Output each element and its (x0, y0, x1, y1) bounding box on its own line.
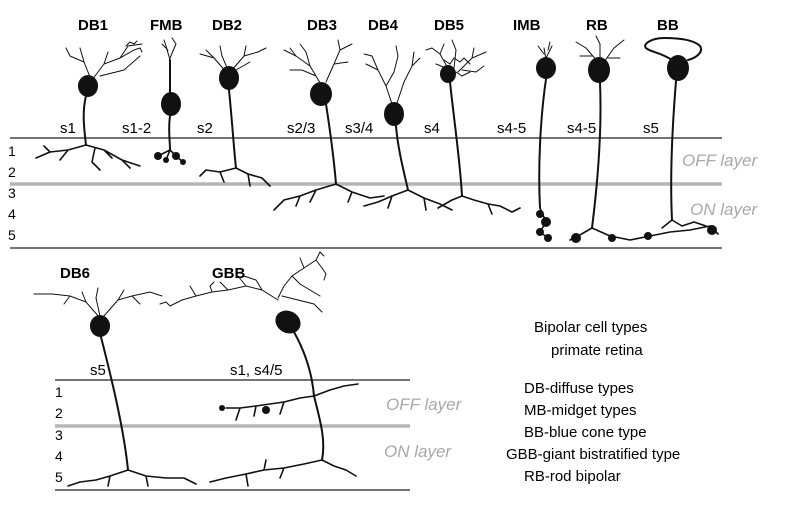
legend-item-bb: BB-blue cone type (524, 424, 647, 441)
db3-soma (310, 82, 332, 106)
cell-label-gbb: GBB (212, 265, 246, 282)
cell-label-db5: DB5 (434, 17, 464, 34)
cell-label-db4: DB4 (368, 17, 399, 34)
cell-db3 (273, 39, 385, 211)
fmb-soma (161, 92, 181, 116)
imb-soma (536, 57, 556, 79)
bottom-panel: 1 2 3 4 5 OFF layer ON layer DB6 GBB s5 … (33, 251, 463, 491)
cell-label-bb: BB (657, 17, 679, 34)
legend-item-rb: RB-rod bipolar (524, 468, 621, 485)
strat-label-db3: s2/3 (287, 120, 315, 137)
strat-label-rb: s4-5 (567, 120, 596, 137)
cell-db1 (35, 40, 143, 171)
cell-gbb (159, 251, 359, 487)
db1-soma (78, 75, 98, 97)
cell-label-db2: DB2 (212, 17, 242, 34)
cell-label-db1: DB1 (78, 17, 108, 34)
cell-db5 (425, 39, 521, 215)
cell-db2 (199, 45, 271, 187)
caption-title-line2: primate retina (551, 342, 643, 359)
caption-title-line1: Bipolar cell types (534, 319, 647, 336)
bottom-off-layer-label: OFF layer (386, 395, 463, 414)
bb-soma (667, 55, 689, 81)
legend-item-gbb: GBB-giant bistratified type (506, 446, 680, 463)
db2-soma (219, 66, 239, 90)
gbb-soma (275, 310, 301, 334)
top-layer-number-3: 3 (8, 185, 16, 201)
strat-label-bb: s5 (643, 120, 659, 137)
top-panel: 1 2 3 4 5 OFF layer ON layer DB1 FMB DB2… (8, 17, 759, 249)
cell-fmb (154, 37, 186, 165)
cell-db6 (33, 287, 197, 487)
cell-label-rb: RB (586, 17, 608, 34)
cell-label-db6: DB6 (60, 265, 90, 282)
db5-soma (440, 65, 456, 83)
strat-label-gbb: s1, s4/5 (230, 362, 283, 379)
strat-label-db5: s4 (424, 120, 440, 137)
legend-item-db: DB-diffuse types (524, 380, 634, 397)
bottom-layer-number-4: 4 (55, 448, 63, 464)
strat-label-fmb: s1-2 (122, 120, 151, 137)
top-layer-number-4: 4 (8, 206, 16, 222)
strat-label-db6: s5 (90, 362, 106, 379)
strat-label-db1: s1 (60, 120, 76, 137)
cell-db4 (363, 45, 453, 211)
cell-bb (644, 36, 707, 229)
top-on-layer-label: ON layer (690, 200, 758, 219)
cell-label-fmb: FMB (150, 17, 183, 34)
cell-label-db3: DB3 (307, 17, 337, 34)
bottom-layer-number-3: 3 (55, 427, 63, 443)
rb-soma (588, 57, 610, 83)
cell-imb (536, 41, 556, 242)
caption-block: Bipolar cell types primate retina DB-dif… (506, 319, 680, 485)
top-layer-number-5: 5 (8, 227, 16, 243)
bottom-on-layer-label: ON layer (384, 442, 452, 461)
db4-soma (384, 102, 404, 126)
cell-label-imb: IMB (513, 17, 541, 34)
strat-label-imb: s4-5 (497, 120, 526, 137)
top-off-layer-label: OFF layer (682, 151, 759, 170)
bottom-layer-number-5: 5 (55, 469, 63, 485)
cell-rb (569, 35, 719, 243)
db6-soma (90, 315, 110, 337)
bottom-layer-number-1: 1 (55, 384, 63, 400)
legend-item-mb: MB-midget types (524, 402, 637, 419)
top-layer-number-1: 1 (8, 143, 16, 159)
strat-label-db4: s3/4 (345, 120, 373, 137)
bottom-layer-number-2: 2 (55, 405, 63, 421)
top-layer-number-2: 2 (8, 164, 16, 180)
strat-label-db2: s2 (197, 120, 213, 137)
